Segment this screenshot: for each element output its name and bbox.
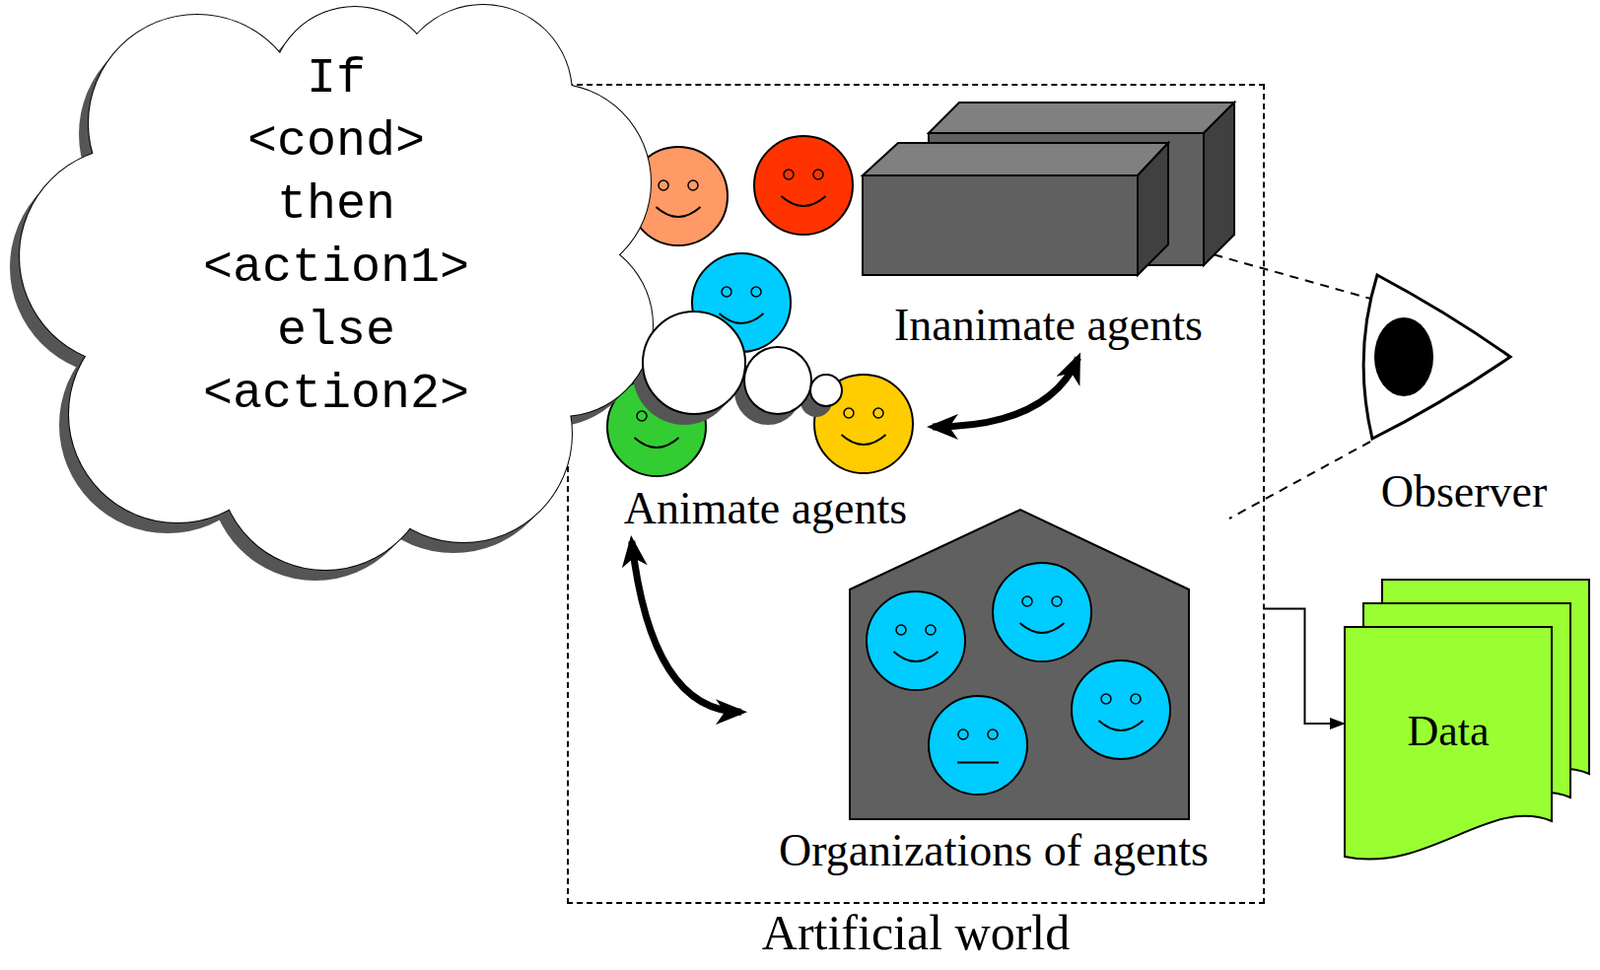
drawing-part: [1022, 596, 1033, 607]
drawing-part: [751, 286, 762, 297]
data-document: Data: [1344, 626, 1552, 863]
drawing-part: [1203, 102, 1235, 266]
node-label: Inanimate agents: [894, 302, 1203, 348]
organization-house: Organizations of agents: [745, 509, 1243, 878]
thought-cloud: If <cond> then <action1> else <action2>: [14, 4, 659, 572]
drawing-part: [719, 313, 765, 324]
drawing-part: [862, 175, 1138, 276]
drawing-part: [744, 347, 812, 415]
drawing-part: [862, 142, 1169, 176]
drawing-part: [658, 180, 669, 191]
drawing-part: [814, 374, 913, 474]
drawing-part: [894, 651, 939, 662]
drawing-part: [987, 729, 998, 740]
drawing-part: [1099, 720, 1144, 731]
drawing-part: [607, 377, 706, 477]
node-label: Animate agents: [624, 486, 907, 532]
drawing-part: [1051, 596, 1062, 607]
drawing-part: [692, 253, 791, 352]
drawing-part: [634, 437, 680, 448]
drawing-part: [1137, 142, 1169, 276]
drawing-part: [843, 408, 854, 418]
drawing-part: [873, 408, 884, 418]
sight-line: [1229, 441, 1371, 519]
drawing-part: [928, 102, 1235, 134]
drawing-part: [628, 146, 728, 246]
drawing-part: [896, 625, 906, 635]
drawing-part: [1344, 626, 1552, 860]
drawing-part: [958, 729, 969, 740]
world-frame: Artificial worldInanimate agentsAnimate …: [566, 83, 1265, 905]
double-arrow: [631, 541, 742, 712]
inanimate-agents: Inanimate agents: [862, 96, 1235, 352]
drawing-part: [928, 695, 1028, 795]
drawing-part: [781, 196, 827, 207]
eye-pupil: [1374, 317, 1434, 397]
node-label: Data: [1406, 709, 1489, 754]
eye-outline: [1363, 275, 1511, 439]
observer-label: Observer: [1350, 469, 1578, 515]
drawing-part: [721, 286, 732, 297]
rule-code: If <cond> then <action1> else <action2>: [168, 47, 504, 426]
drawing-part: [1071, 660, 1171, 760]
drawing-part: [666, 411, 677, 421]
drawing-part: [1130, 694, 1141, 704]
sight-line: [1198, 250, 1375, 300]
drawing-part: [992, 562, 1092, 662]
drawing-part: [1020, 623, 1065, 633]
node-label: Organizations of agents: [778, 828, 1209, 874]
drawing-part: [957, 762, 999, 765]
drawing-part: [688, 180, 698, 191]
drawing-part: [810, 374, 842, 407]
drawing-part: [754, 136, 853, 235]
drawing-part: [1101, 694, 1112, 704]
drawing-part: [813, 169, 824, 180]
drawing-part: [925, 625, 936, 635]
drawing-part: [636, 411, 647, 421]
drawing-part: [849, 509, 1189, 820]
drawing-part: [841, 434, 887, 445]
organization-house-shape: [745, 509, 1243, 878]
drawing-part: [656, 207, 701, 217]
drawing-part: [783, 169, 794, 180]
data-arrow: [1264, 608, 1345, 724]
drawing-part: [866, 591, 966, 691]
world-title: Artificial world: [762, 905, 1070, 961]
double-arrow: [932, 357, 1079, 427]
drawing-part: [642, 311, 746, 415]
